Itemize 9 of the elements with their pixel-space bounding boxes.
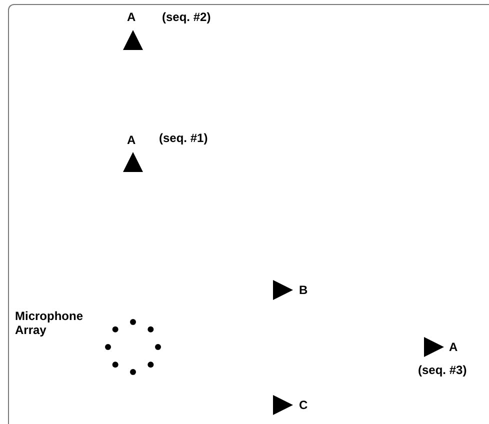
array-label: Microphone Array — [15, 309, 84, 337]
source-label: A — [127, 10, 136, 24]
sequence-label: (seq. #1) — [159, 131, 208, 145]
source-label: B — [299, 283, 308, 297]
source-label: C — [299, 398, 308, 412]
source-label: A — [127, 133, 136, 147]
source-label: A — [449, 340, 458, 354]
sequence-label: (seq. #3) — [418, 363, 467, 377]
sequence-label: (seq. #2) — [162, 10, 211, 24]
